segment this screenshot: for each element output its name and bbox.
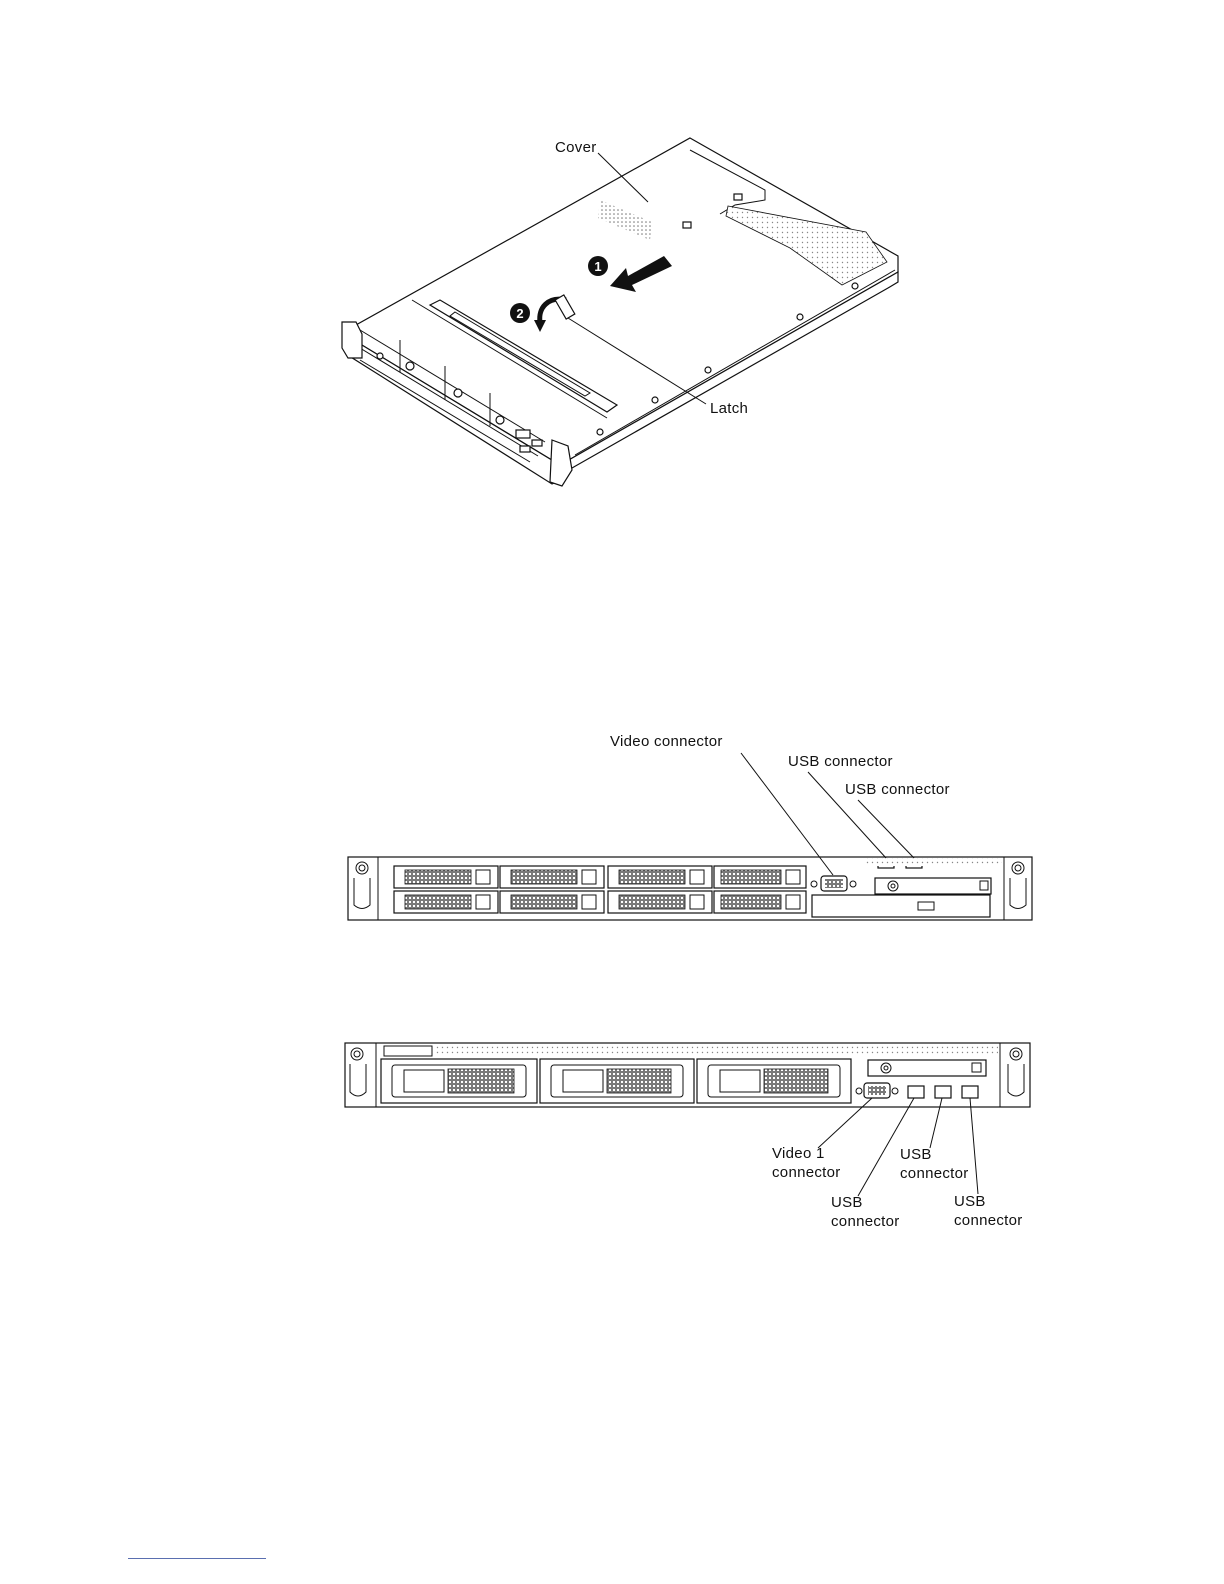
usb-port-3bay-1 — [908, 1086, 924, 1098]
front-view-8-bay-diagram: Video connector USB connector USB connec… — [348, 733, 1032, 920]
video1-label-line1: Video 1 — [772, 1145, 825, 1162]
usb3-label-line1: USB — [954, 1193, 986, 1210]
chassis-top-cover — [347, 138, 898, 465]
step-1-badge: 1 — [588, 256, 608, 276]
usb2-label-line2: connector — [900, 1165, 969, 1182]
front-view-3-bay-diagram: Video 1 connector USB connector USB conn… — [345, 1043, 1030, 1230]
server-cover-diagram: 1 2 Cover Latch — [342, 138, 898, 486]
usb2-label-line1: USB — [900, 1146, 932, 1163]
lower-bay — [812, 895, 990, 917]
usb3-label-line2: connector — [954, 1212, 1023, 1229]
usb-b-leader-line — [858, 800, 914, 858]
svg-text:1: 1 — [594, 259, 601, 274]
usb3-leader-line — [970, 1098, 978, 1194]
cover-label: Cover — [555, 139, 597, 156]
footer-rule — [128, 1558, 266, 1559]
right-rack-handle — [550, 440, 572, 486]
usb1-label-line1: USB — [831, 1194, 863, 1211]
video1-label-line2: connector — [772, 1164, 841, 1181]
front-usb-port — [516, 430, 530, 438]
latch-label: Latch — [710, 400, 748, 417]
svg-text:2: 2 — [516, 306, 523, 321]
usb1-label-line2: connector — [831, 1213, 900, 1230]
drive-bays-3 — [381, 1059, 851, 1103]
left-rack-handle — [342, 322, 362, 358]
optical-drive — [875, 878, 991, 894]
optical-drive-3bay — [868, 1060, 986, 1076]
usb-port-3bay-2 — [935, 1086, 951, 1098]
usb-connector-label-a: USB connector — [788, 753, 893, 770]
usb-port-3bay-3 — [962, 1086, 978, 1098]
usb-connector-label-b: USB connector — [845, 781, 950, 798]
step-2-badge: 2 — [510, 303, 530, 323]
video-connector-label: Video connector — [610, 733, 723, 750]
